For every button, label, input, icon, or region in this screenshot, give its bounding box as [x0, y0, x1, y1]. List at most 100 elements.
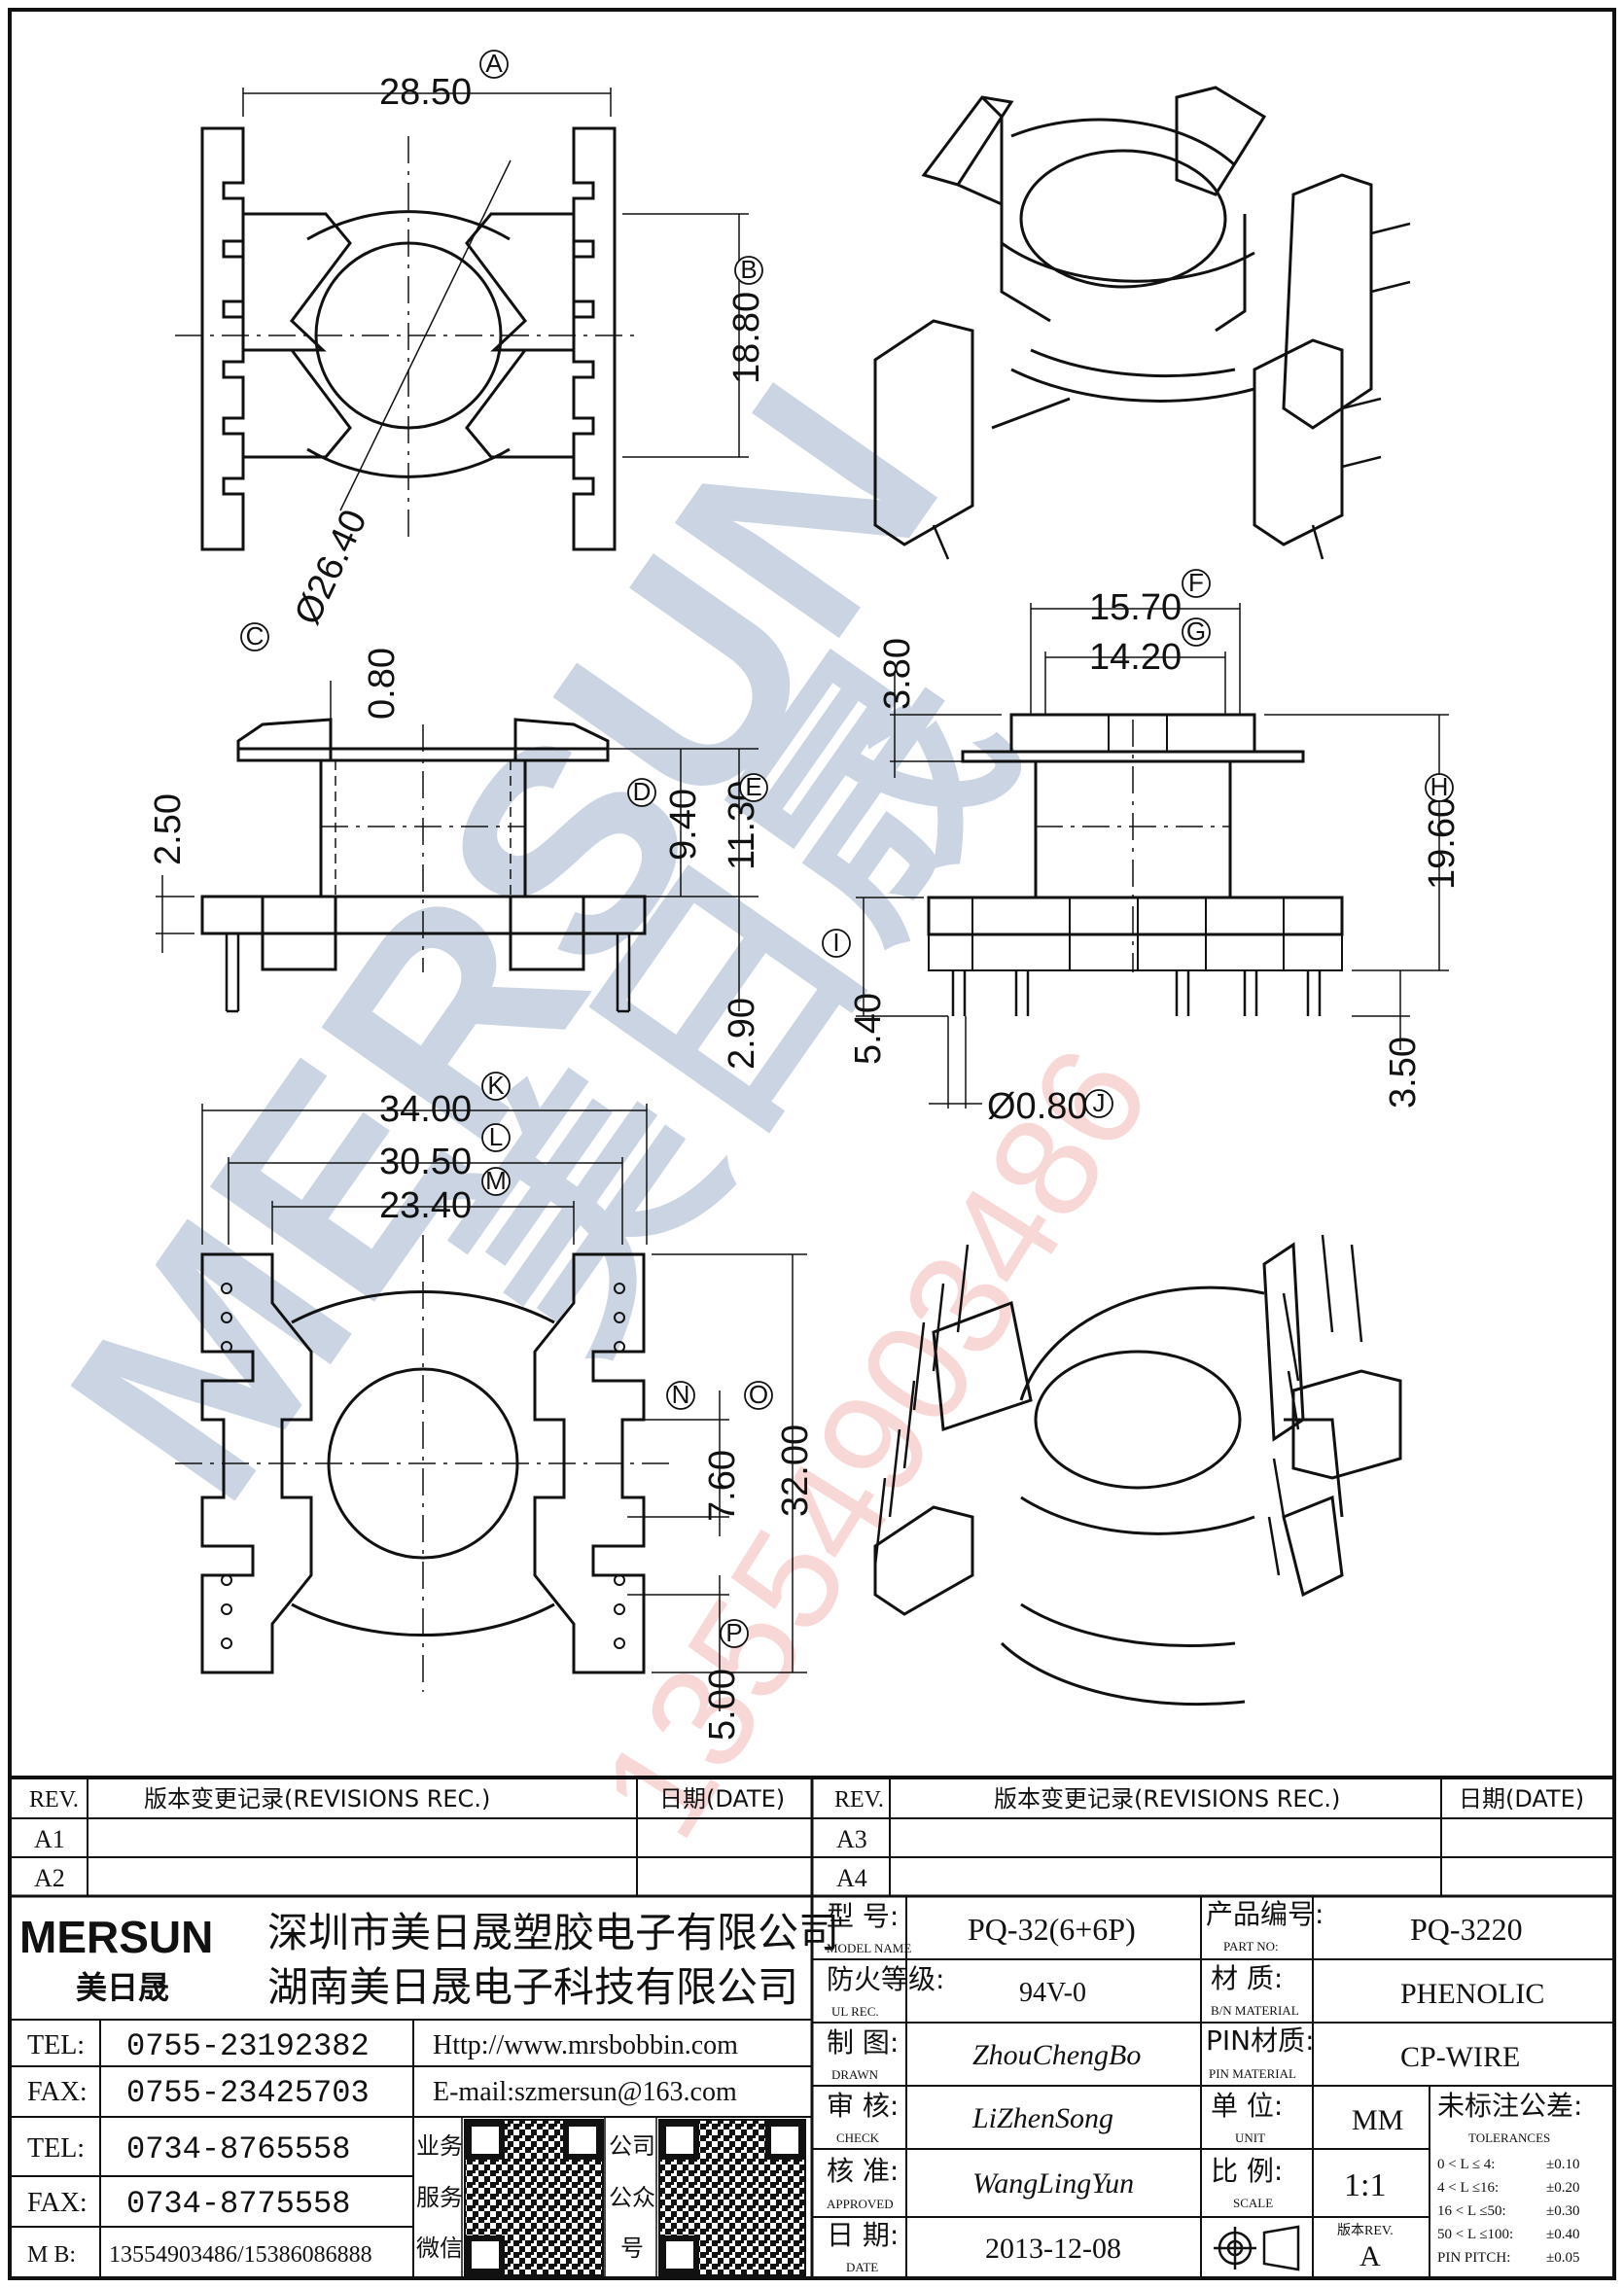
- company-logo: MERSUN: [19, 1912, 213, 1962]
- dim-pin-height: 2.90: [722, 998, 762, 1070]
- marker-e: E: [739, 772, 768, 802]
- dim-left-height: 2.50: [148, 793, 189, 865]
- mb-label: M B:: [27, 2242, 76, 2268]
- dim-J: Ø0.80: [987, 1086, 1088, 1127]
- qr1-label-3: 微信: [416, 2235, 463, 2262]
- date-value: 2013-12-08: [985, 2233, 1121, 2265]
- dim-F: 15.70: [1089, 587, 1182, 628]
- scale-label-en: SCALE: [1233, 2196, 1273, 2210]
- fax1-value: 0755-23425703: [126, 2075, 370, 2111]
- marker-f-label: F: [1188, 568, 1204, 597]
- fax1-label: FAX:: [27, 2077, 88, 2107]
- bottom-view: [175, 1104, 807, 1711]
- front-view: [156, 681, 759, 1013]
- marker-c: C: [240, 621, 269, 651]
- tolerance-label: 未标注公差:: [1437, 2090, 1582, 2122]
- scale-value: 1:1: [1344, 2167, 1386, 2203]
- marker-d: D: [627, 777, 656, 807]
- marker-h: H: [1425, 772, 1454, 802]
- qr-code-official: [658, 2119, 806, 2276]
- unit-value: MM: [1352, 2104, 1403, 2136]
- company-name-2: 湖南美日晟电子科技有限公司: [267, 1963, 798, 2011]
- marker-e-label: E: [745, 772, 761, 801]
- tolerance-value: ±0.05: [1546, 2250, 1579, 2266]
- qr-code-business: [464, 2119, 604, 2276]
- drawn-label: 制 图:: [827, 2026, 899, 2059]
- marker-a: A: [479, 49, 509, 79]
- dim-top-gap: 0.80: [362, 648, 403, 720]
- rev-left-header-date: 日期(DATE): [659, 1785, 785, 1813]
- rev-left-header-rec: 版本变更记录(REVISIONS REC.): [144, 1785, 490, 1813]
- check-label: 审 核:: [827, 2090, 899, 2122]
- tel1-label: TEL:: [27, 2030, 85, 2060]
- marker-l-label: L: [489, 1122, 503, 1151]
- dim-H: 19.60: [1422, 797, 1463, 890]
- dim-K: 34.00: [379, 1089, 472, 1130]
- date-label: 日 期:: [827, 2219, 899, 2251]
- marker-p-label: P: [725, 1618, 742, 1647]
- unit-label-en: UNIT: [1235, 2130, 1265, 2145]
- dim-A: 28.50: [379, 72, 472, 113]
- marker-j-label: J: [1093, 1088, 1106, 1117]
- email: E-mail:szmersun@163.com: [433, 2077, 737, 2107]
- qr2-label-2: 公众: [609, 2184, 655, 2211]
- marker-m: M: [481, 1166, 511, 1196]
- approved-label-en: APPROVED: [827, 2197, 894, 2211]
- drawn-label-en: DRAWN: [831, 2067, 879, 2082]
- model-value: PQ-32(6+6P): [968, 1912, 1136, 1947]
- dim-D: 9.40: [663, 789, 704, 861]
- qr1-label-1: 业务: [416, 2132, 463, 2160]
- rev-right-header-date: 日期(DATE): [1459, 1785, 1584, 1813]
- dim-N: 7.60: [702, 1450, 743, 1522]
- qr2-label-1: 公司: [609, 2132, 655, 2160]
- tolerance-range: 4 < L ≤16:: [1437, 2180, 1499, 2196]
- tel1-value: 0755-23192382: [126, 2028, 370, 2064]
- projection-symbol-icon: [1214, 2225, 1300, 2271]
- marker-l: L: [481, 1122, 511, 1152]
- company-name-1: 深圳市美日晟塑胶电子有限公司: [267, 1909, 839, 1956]
- qr1-label-2: 服务: [416, 2184, 463, 2211]
- rev-left-row-1: A1: [34, 1825, 65, 1853]
- version-value: A: [1359, 2240, 1381, 2272]
- company-logo-cn: 美日晟: [76, 1969, 169, 2006]
- part-value: PQ-3220: [1410, 1912, 1523, 1947]
- version-label: 版本REV.: [1337, 2223, 1394, 2238]
- dim-P: 5.00: [702, 1669, 743, 1741]
- marker-j: J: [1084, 1088, 1113, 1118]
- marker-n-label: N: [672, 1380, 690, 1409]
- qr2-label-3: 号: [620, 2235, 644, 2262]
- marker-o: O: [744, 1380, 773, 1410]
- unit-label: 单 位:: [1211, 2090, 1283, 2122]
- marker-b-label: B: [740, 255, 757, 284]
- marker-n: N: [666, 1380, 695, 1410]
- marker-g-label: G: [1186, 616, 1206, 646]
- iso-view-bottom: [873, 1234, 1402, 1707]
- marker-g: G: [1182, 616, 1211, 647]
- marker-o-label: O: [749, 1380, 768, 1409]
- website: Http://www.mrsbobbin.com: [433, 2030, 738, 2060]
- marker-p: P: [720, 1618, 749, 1648]
- dim-L: 30.50: [379, 1142, 472, 1182]
- dim-M: 23.40: [379, 1185, 472, 1226]
- pinmat-label-en: PIN MATERIAL: [1209, 2066, 1296, 2081]
- title-block-grid: [10, 1776, 1614, 2278]
- approved-value: WangLingYun: [972, 2167, 1134, 2200]
- side-view: [856, 603, 1449, 1109]
- marker-k: K: [481, 1071, 511, 1101]
- rev-right-row-1: A3: [836, 1825, 867, 1853]
- tolerance-range: 0 < L ≤ 4:: [1437, 2157, 1495, 2172]
- tel2-label: TEL:: [27, 2133, 85, 2164]
- tolerance-range: 50 < L ≤100:: [1437, 2227, 1513, 2242]
- top-view: [175, 88, 749, 551]
- marker-b: B: [734, 255, 763, 285]
- marker-a-label: A: [485, 49, 503, 78]
- rev-right-header-rec: 版本变更记录(REVISIONS REC.): [994, 1785, 1340, 1813]
- tolerance-value: ±0.30: [1546, 2203, 1579, 2219]
- date-label-en: DATE: [846, 2260, 878, 2274]
- part-label-en: PART NO:: [1223, 1939, 1279, 1954]
- mat-label: 材 质:: [1211, 1962, 1283, 1994]
- tolerance-value: ±0.10: [1546, 2157, 1579, 2172]
